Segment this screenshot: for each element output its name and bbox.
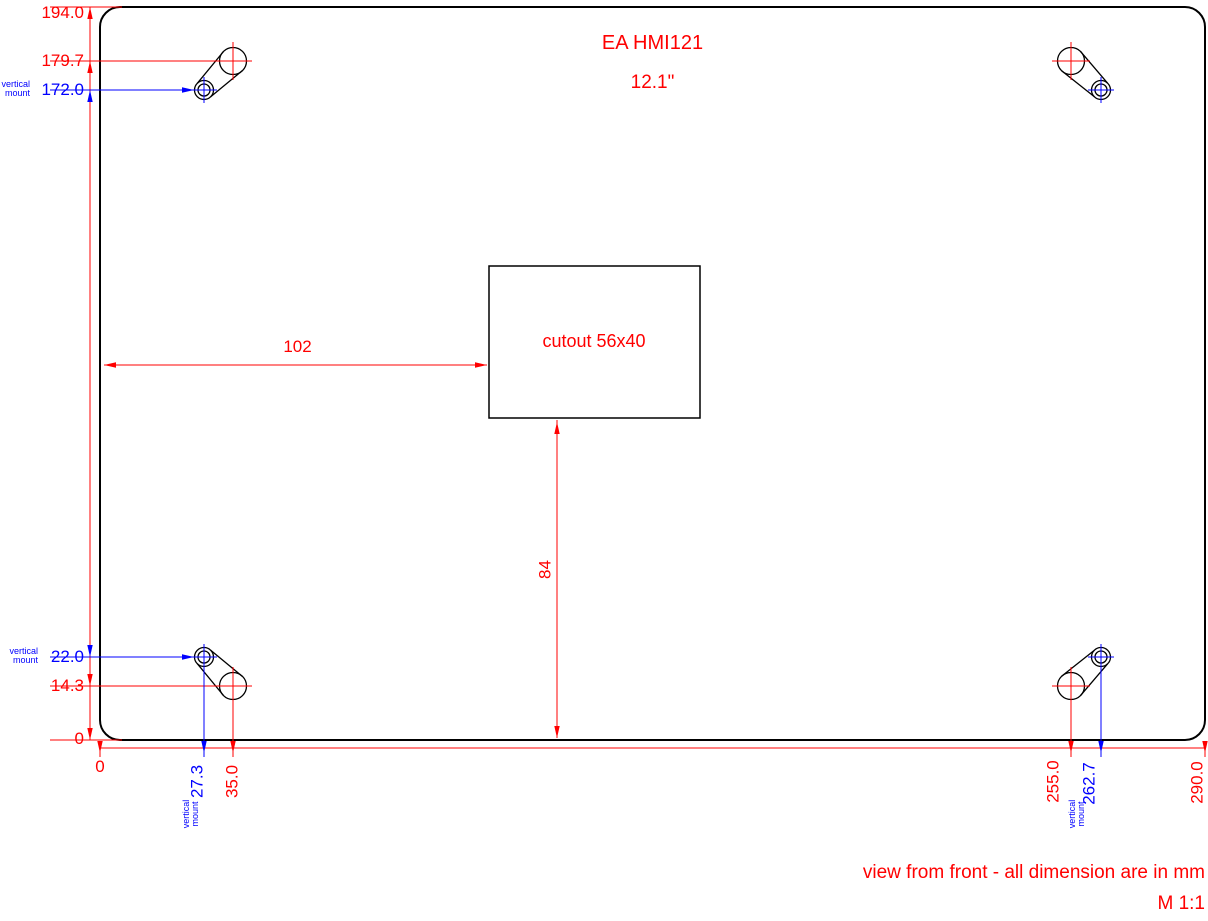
footer-note: view from front - all dimension are in m… [862, 862, 1205, 883]
hole-center-cross-blue [1088, 644, 1114, 670]
dim-mount-hole-left: 35.0 [222, 764, 242, 799]
dim-vertical-mount-top: 172.0 [41, 80, 84, 99]
vertical-mount-note-top-left: vertical mount [1, 79, 30, 98]
dimension-lines-red [50, 6, 1206, 757]
mount-hole-bottom-left [191, 644, 252, 705]
dimension-arrows-red [87, 7, 1208, 753]
hole-center-cross-red [1052, 667, 1090, 705]
dim-vertical-origin: 0 [74, 729, 84, 748]
hole-center-cross-blue [191, 77, 217, 103]
drawing-scale: M 1:1 [1157, 893, 1205, 914]
hole-center-cross-red [1052, 42, 1090, 80]
mount-hole-top-right [1052, 42, 1114, 103]
panel-outline [99, 6, 1206, 741]
dim-cutout-offset-x: 102 [283, 337, 312, 356]
dim-mount-hole-bottom: 14.3 [50, 676, 84, 695]
dim-horizontal-origin: 0 [95, 757, 105, 776]
dimension-arrows-blue [87, 87, 1104, 753]
dim-total-width: 290.0 [1187, 761, 1207, 804]
cutout-label: cutout 56x40 [542, 331, 646, 351]
hole-center-cross-blue [1088, 77, 1114, 103]
dim-mount-hole-top: 179.7 [41, 51, 84, 70]
vertical-mount-note-bottom-row-right: vertical mount [1067, 799, 1086, 829]
vertical-mount-note-bottom-row-left: vertical mount [181, 799, 200, 829]
hole-center-cross-blue [191, 644, 217, 670]
dim-mount-hole-right: 255.0 [1043, 760, 1063, 803]
cutout-rect [488, 265, 701, 419]
drawing-title: EA HMI121 [601, 32, 704, 54]
dim-cutout-offset-y: 84 [535, 560, 555, 579]
vertical-mount-note-bottom-left: vertical mount [9, 646, 38, 665]
mount-hole-top-left [191, 42, 252, 103]
mount-hole-bottom-right [1052, 644, 1114, 705]
dim-total-height: 194.0 [41, 3, 84, 22]
drawing-diagonal-size: 12.1" [630, 72, 675, 93]
dim-vertical-mount-bottom: 22.0 [50, 647, 84, 666]
